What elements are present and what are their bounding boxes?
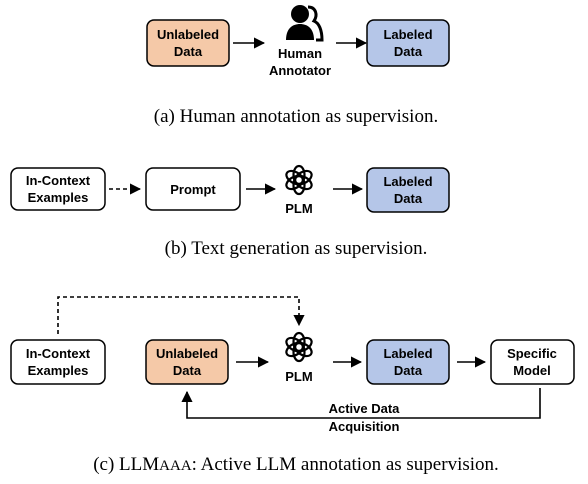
panel-b: In-Context Examples Prompt PLM Labeled D…: [10, 164, 450, 259]
in-context-examples-box: [10, 167, 106, 211]
caption-a: (a) Human annotation as supervision.: [154, 106, 438, 127]
plm-logo-icon: [283, 164, 315, 196]
unlabeled-data-box: [145, 339, 229, 385]
examples-label-line1: In-Context: [26, 346, 91, 361]
caption-c: (c) LLMAAA: Active LLM annotation as sup…: [93, 454, 499, 475]
labeled-data-label-line2: Data: [394, 363, 423, 378]
labeled-data-label-line2: Data: [394, 44, 423, 59]
active-acquisition-label-line2: Acquisition: [329, 419, 400, 434]
caption-c-smallcaps: AAA: [159, 458, 192, 474]
caption-c-suffix: : Active LLM annotation as supervision.: [192, 454, 499, 475]
in-context-examples-box: [10, 339, 106, 385]
annotator-label-line1: Human: [278, 46, 322, 61]
unlabeled-data-label-line1: Unlabeled: [156, 346, 218, 361]
model-label-line2: Model: [513, 363, 551, 378]
active-acquisition-label-line1: Active Data: [329, 401, 401, 416]
annotator-label-line2: Annotator: [269, 63, 331, 78]
caption-c-prefix: (c) LLM: [93, 454, 159, 475]
prompt-label: Prompt: [170, 182, 216, 197]
plm-label: PLM: [285, 201, 312, 216]
panel-c: In-Context Examples Unlabeled Data PLM L…: [10, 296, 575, 475]
model-label-line1: Specific: [507, 346, 557, 361]
plm-logo-icon: [283, 331, 315, 363]
prompt-box: [145, 167, 241, 211]
labeled-data-label-line1: Labeled: [383, 174, 432, 189]
labeled-data-box: [366, 167, 450, 213]
specific-model-box: [490, 339, 575, 385]
panel-a: Unlabeled Data Human Annotator Labeled D…: [146, 5, 450, 127]
arrow-active-acquisition-loop: [181, 388, 541, 419]
unlabeled-data-label-line2: Data: [174, 44, 203, 59]
examples-label-line2: Examples: [28, 363, 89, 378]
unlabeled-data-label-line2: Data: [173, 363, 202, 378]
unlabeled-data-label-line1: Unlabeled: [157, 27, 219, 42]
examples-label-line1: In-Context: [26, 173, 91, 188]
unlabeled-data-box: [146, 19, 230, 67]
labeled-data-label-line1: Labeled: [383, 346, 432, 361]
labeled-data-box: [366, 19, 450, 67]
caption-b: (b) Text generation as supervision.: [165, 238, 428, 259]
examples-label-line2: Examples: [28, 190, 89, 205]
human-annotator-icon: [286, 5, 324, 42]
labeled-data-label-line1: Labeled: [383, 27, 432, 42]
plm-label: PLM: [285, 369, 312, 384]
dashed-arrow-examples-to-plm: [57, 296, 305, 334]
labeled-data-label-line2: Data: [394, 191, 423, 206]
labeled-data-box: [366, 339, 450, 385]
